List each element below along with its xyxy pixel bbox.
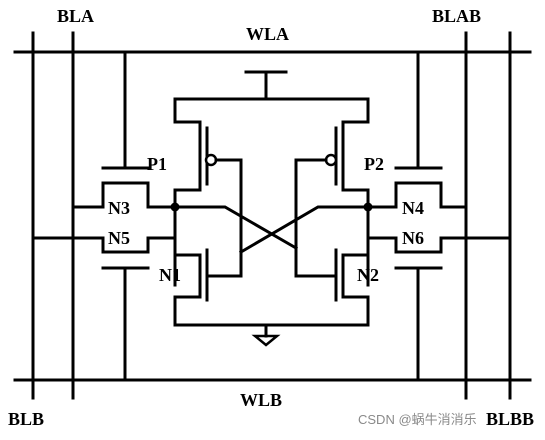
n2-channel — [341, 253, 370, 327]
label-bla: BLA — [57, 6, 94, 26]
storage-node-right — [363, 202, 373, 212]
n4-channel — [366, 181, 468, 209]
label-n6: N6 — [402, 228, 424, 248]
cross-couple-left-to-right — [173, 205, 299, 251]
p2-drain-source — [341, 97, 370, 287]
label-blb: BLB — [8, 409, 44, 429]
ground-symbol — [251, 334, 281, 347]
label-n4: N4 — [402, 198, 424, 218]
bit-lines — [31, 31, 512, 400]
label-p1: P1 — [147, 154, 167, 174]
label-blbb: BLBB — [486, 409, 534, 429]
p1-drain-source — [173, 97, 202, 287]
watermark: CSDN @蜗牛消消乐 — [358, 412, 477, 427]
cross-couple-right-to-left — [238, 205, 370, 255]
label-wla: WLA — [246, 24, 289, 44]
n5-channel — [31, 236, 177, 254]
label-n5: N5 — [108, 228, 130, 248]
label-p2: P2 — [364, 154, 384, 174]
n3-channel — [71, 181, 177, 209]
n6-channel — [366, 236, 512, 254]
label-n1: N1 — [159, 265, 181, 285]
n1-channel — [173, 253, 202, 327]
storage-node-left — [170, 202, 180, 212]
label-wlb: WLB — [240, 390, 282, 410]
label-blab: BLAB — [432, 6, 481, 26]
label-n3: N3 — [108, 198, 130, 218]
label-n2: N2 — [357, 265, 379, 285]
